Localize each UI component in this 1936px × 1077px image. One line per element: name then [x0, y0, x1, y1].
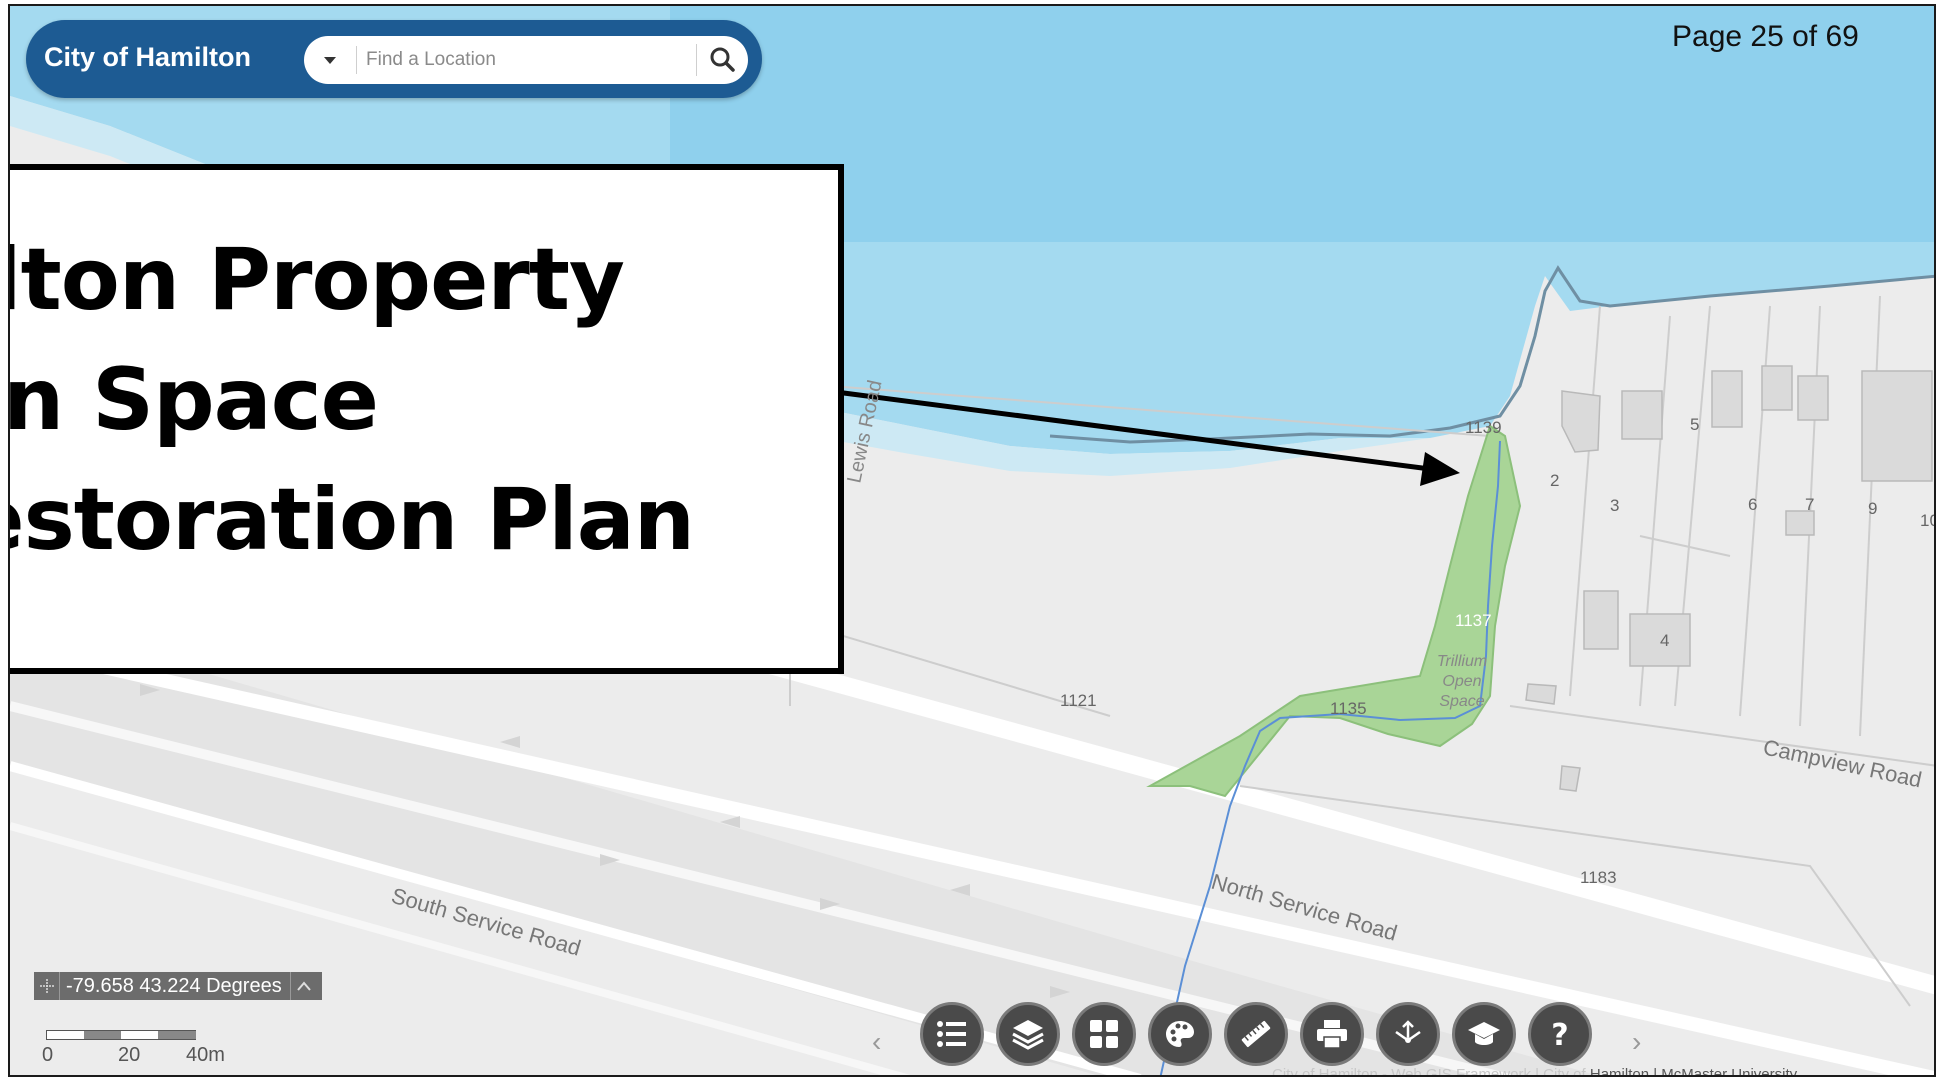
coordinates-text: -79.658 43.224 Degrees: [66, 974, 282, 997]
buildings: [1525, 365, 1933, 792]
toolbar-next-arrow[interactable]: ›: [1632, 1026, 1642, 1057]
parcel-label-9: 9: [1868, 499, 1877, 518]
help-icon: ?: [1551, 1018, 1568, 1051]
print-button[interactable]: [1300, 1002, 1364, 1066]
parcel-label-1121: 1121: [1060, 691, 1097, 710]
palette-icon: [1166, 1021, 1194, 1047]
title-line-3: Restoration Plan: [10, 470, 695, 570]
title-box: Hamilton Property Open Space Restoration…: [10, 164, 844, 674]
search-icon: [710, 47, 735, 72]
scale-bar: 0 20 40m: [42, 1026, 225, 1075]
search-box: [304, 36, 748, 84]
park-label: Trillium Open Space: [1437, 653, 1487, 710]
parcel-label-7: 7: [1805, 495, 1814, 514]
scale-bar-graphic: [46, 1030, 196, 1040]
parcel-label-6: 6: [1748, 495, 1757, 514]
share-button[interactable]: [1376, 1002, 1440, 1066]
layers-icon: [1012, 1020, 1044, 1050]
graduation-cap-icon: [1468, 1022, 1500, 1045]
ruler-icon: [1241, 1020, 1271, 1048]
tutorial-button[interactable]: [1452, 1002, 1516, 1066]
park-polygon: [1146, 424, 1522, 798]
parcel-label-4: 4: [1660, 631, 1669, 650]
park-label-line3: Space: [1439, 693, 1484, 710]
scale-label-0: 0: [42, 1044, 54, 1066]
printer-icon: [1317, 1020, 1347, 1049]
parcel-lines: [789, 295, 1934, 1007]
parcel-label-10: 10: [1920, 511, 1936, 530]
parcel-label-1183: 1183: [1580, 868, 1617, 887]
attribution-text: City of Hamilton - Web GIS Framework | C…: [1272, 1066, 1590, 1077]
lane-arrows: [140, 684, 1070, 998]
crosshair-icon[interactable]: [34, 972, 60, 1000]
basemap-button[interactable]: [1072, 1002, 1136, 1066]
attribution-link[interactable]: Hamilton | McMaster University: [1589, 1066, 1798, 1077]
toolbar-prev-arrow[interactable]: ‹: [872, 1026, 882, 1057]
parcel-labels: 1139 1137 1135 1121 1183 2 3 4 5 6 7 9 1…: [1060, 415, 1936, 887]
search-type-dropdown[interactable]: [312, 45, 350, 75]
parcel-label-1135: 1135: [1330, 699, 1367, 718]
search-divider: [696, 44, 697, 76]
city-title: City of Hamilton: [44, 42, 251, 72]
parcel-label-1139: 1139: [1465, 418, 1502, 437]
scale-label-40: 40m: [186, 1044, 225, 1066]
parcel-label-5: 5: [1690, 415, 1699, 434]
callout-arrow: [835, 389, 1460, 486]
deep-water: [670, 6, 1934, 242]
map-attribution: City of Hamilton - Web GIS Framework | C…: [1272, 1066, 1798, 1077]
chevron-up-icon[interactable]: [289, 972, 318, 1000]
list-icon: [937, 1021, 966, 1047]
park-label-line1: Trillium: [1437, 653, 1487, 670]
app-header: City of Hamilton: [26, 20, 762, 98]
creek-line: [1159, 440, 1501, 1075]
grid-icon: [1090, 1020, 1118, 1048]
park-label-line2: Open: [1442, 673, 1481, 690]
search-input[interactable]: [366, 44, 666, 76]
title-line-2: Open Space: [10, 350, 379, 450]
share-icon: [1395, 1020, 1421, 1043]
parcel-label-3: 3: [1610, 496, 1619, 515]
map-toolbar: ‹: [872, 996, 1672, 1075]
svg-text:?: ?: [1551, 1018, 1568, 1051]
title-line-1: Hamilton Property: [10, 230, 625, 330]
search-button[interactable]: [702, 40, 744, 80]
search-divider: [356, 46, 357, 74]
page-counter: Page 25 of 69: [1672, 20, 1859, 53]
parcel-label-1137: 1137: [1455, 611, 1492, 630]
shoreline: [1049, 265, 1934, 444]
help-button[interactable]: ?: [1528, 1002, 1592, 1066]
scale-label-20: 20: [118, 1044, 141, 1066]
layers-button[interactable]: [996, 1002, 1060, 1066]
map-frame: Lewis Road North Service Road South Serv…: [8, 4, 1936, 1077]
parcel-label-2: 2: [1550, 471, 1559, 490]
themes-button[interactable]: [1148, 1002, 1212, 1066]
measure-button[interactable]: [1224, 1002, 1288, 1066]
legend-button[interactable]: [920, 1002, 984, 1066]
coordinates-readout: -79.658 43.224 Degrees: [34, 972, 322, 1000]
